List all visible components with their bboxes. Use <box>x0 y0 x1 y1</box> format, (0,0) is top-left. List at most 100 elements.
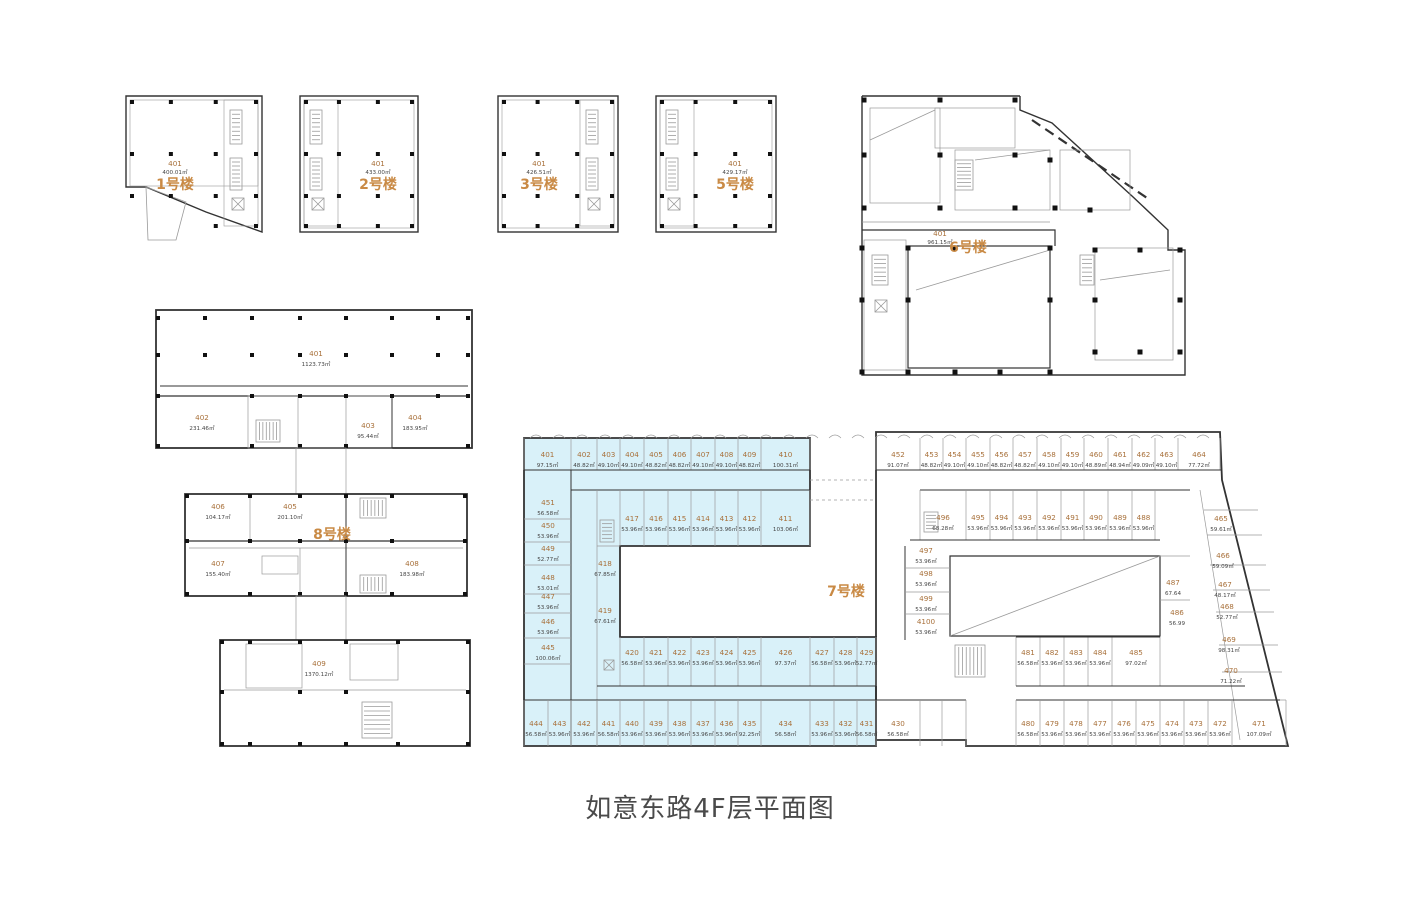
building7-room-number: 470 <box>1224 666 1238 675</box>
building7-room-area: 97.37㎡ <box>775 659 797 667</box>
small-building-room-area: 429.17㎡ <box>722 168 748 176</box>
building7-room-area: 53.96㎡ <box>1137 730 1159 738</box>
building7-room-number: 431 <box>860 719 874 728</box>
column <box>130 100 134 104</box>
building7-room-area: 56.99 <box>1169 621 1185 627</box>
building7-room-number: 424 <box>720 648 734 657</box>
column <box>298 640 302 644</box>
building7-room-area: 53.96㎡ <box>692 659 714 667</box>
building7-room-number: 457 <box>1018 450 1032 459</box>
building7-room-number: 476 <box>1117 719 1131 728</box>
building7-room-number: 441 <box>602 719 616 728</box>
column <box>390 316 394 320</box>
column <box>336 100 341 104</box>
building7-room-number: 477 <box>1093 719 1107 728</box>
column <box>248 539 252 543</box>
building7-room-area: 68.28㎡ <box>932 524 954 532</box>
building7-room-number: 490 <box>1089 513 1103 522</box>
small-building-room-number: 401 <box>532 159 546 168</box>
small-building-name: 1号楼 <box>156 176 194 193</box>
column <box>298 394 302 398</box>
building7-room-area: 53.96㎡ <box>573 730 595 738</box>
column <box>298 742 302 746</box>
building7-room-area: 53.96㎡ <box>1089 659 1111 667</box>
column <box>396 640 400 644</box>
building8-room-number: 405 <box>283 502 297 511</box>
building7-room-number: 478 <box>1069 719 1083 728</box>
column <box>768 194 772 198</box>
building7-room-number: 493 <box>1018 513 1032 522</box>
building7-room-number: 479 <box>1045 719 1059 728</box>
column <box>693 152 698 156</box>
column <box>298 444 302 448</box>
core-zone <box>659 99 695 227</box>
column <box>344 444 348 448</box>
building8-room-number: 402 <box>195 413 209 422</box>
building7-room-area: 53.96㎡ <box>621 730 643 738</box>
door-swing <box>736 434 750 439</box>
door-swing <box>1150 434 1164 439</box>
building6-room <box>869 107 941 204</box>
building6-room <box>1059 149 1131 211</box>
column <box>466 690 470 694</box>
building7-room-area: 98.31㎡ <box>1218 646 1240 654</box>
building7-room-area: 48.94㎡ <box>1109 461 1131 469</box>
column <box>535 100 540 104</box>
elevator-cross <box>603 659 615 671</box>
building6-wall <box>915 249 1051 291</box>
column <box>410 152 414 156</box>
building7-room-number: 425 <box>743 648 757 657</box>
door-swing <box>1081 434 1095 439</box>
stair <box>359 497 387 519</box>
building7-room-area: 49.10㎡ <box>598 461 620 469</box>
stair <box>665 157 679 191</box>
building7-room-number: 442 <box>577 719 591 728</box>
small-building-name: 3号楼 <box>520 176 558 193</box>
building7-room-number: 482 <box>1045 648 1059 657</box>
stair <box>309 157 323 191</box>
column <box>1137 349 1143 355</box>
building7-room-number: 402 <box>577 450 591 459</box>
core-zone <box>223 99 259 227</box>
column <box>952 245 958 251</box>
building7-room-area: 53.96㎡ <box>739 525 761 533</box>
building6-room <box>907 245 1051 369</box>
building7-room-area: 53.96㎡ <box>1113 730 1135 738</box>
column <box>859 369 865 375</box>
column <box>436 394 440 398</box>
building7-room-number: 456 <box>995 450 1009 459</box>
building7-room-area: 53.96㎡ <box>915 557 937 565</box>
column <box>304 194 308 198</box>
building7-room-number: 485 <box>1129 648 1143 657</box>
building-outline <box>299 95 419 233</box>
building-outline <box>497 95 619 233</box>
building7-room-number: 499 <box>919 594 933 603</box>
building6-wall <box>862 229 1056 246</box>
column <box>390 353 394 357</box>
elevator-cross <box>231 197 245 211</box>
building7-room-number: 466 <box>1216 551 1230 560</box>
stair <box>255 419 281 443</box>
door-swing <box>943 434 957 439</box>
building7-room-area: 53.96㎡ <box>669 730 691 738</box>
building7-room-number: 419 <box>598 606 612 615</box>
column <box>390 592 394 596</box>
building6-room-number: 401 <box>933 229 947 238</box>
column <box>344 353 348 357</box>
column <box>336 224 341 228</box>
small-building-room-number: 401 <box>728 159 742 168</box>
column <box>298 353 302 357</box>
building7-room-number: 471 <box>1252 719 1266 728</box>
column <box>298 592 302 596</box>
column <box>733 194 738 198</box>
corridor-wall <box>1199 489 1241 741</box>
building7-room-area: 49.10㎡ <box>967 461 989 469</box>
stair <box>361 701 393 739</box>
building7-room-area: 53.96㎡ <box>1038 524 1060 532</box>
building7-room-area: 53.96㎡ <box>716 730 738 738</box>
building7-room-number: 472 <box>1213 719 1227 728</box>
column <box>248 592 252 596</box>
column <box>1177 349 1183 355</box>
column <box>502 224 506 228</box>
building6-room <box>863 239 907 371</box>
